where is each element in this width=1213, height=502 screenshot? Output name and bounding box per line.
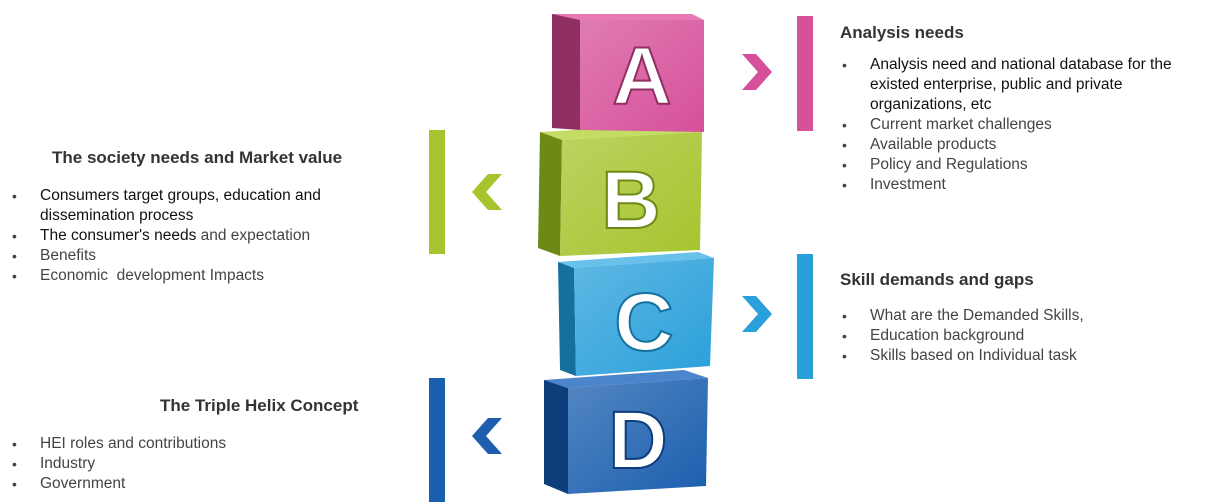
list-item: Industry [10,454,410,474]
list-item: Analysis need and national database for … [840,55,1210,115]
triple-helix-list: HEI roles and contributions Industry Gov… [10,434,410,494]
block-a-letter: A [612,31,671,122]
list-item: Benefits [10,246,370,266]
list-item-text: and expectation [196,227,311,244]
chevron-right-icon-a [742,54,772,90]
block-d-side-left [544,380,568,494]
block-c: C [558,252,714,376]
triple-helix-section: The Triple Helix Concept HEI roles and c… [10,396,410,494]
analysis-needs-section: Analysis needs Analysis need and nationa… [840,23,1210,195]
list-item: What are the Demanded Skills, [840,306,1210,326]
list-item-text: The consumer's needs [40,227,197,244]
divider-bar-c [797,254,813,379]
divider-bar-d [429,378,445,502]
analysis-needs-title: Analysis needs [840,23,964,42]
block-a: A [552,14,704,132]
analysis-needs-list: Analysis need and national database for … [840,55,1210,195]
list-item: Consumers target groups, education and d… [10,186,370,226]
list-item: Policy and Regulations [840,155,1210,175]
list-item: Investment [840,175,1210,195]
list-item: Available products [840,135,1210,155]
triple-helix-title: The Triple Helix Concept [160,396,359,415]
skill-demands-section: Skill demands and gaps What are the Dema… [840,270,1210,366]
block-d-letter: D [608,395,667,486]
block-c-top [558,252,714,268]
list-item: Government [10,474,410,494]
skill-demands-title: Skill demands and gaps [840,270,1034,289]
block-c-letter: C [614,277,673,368]
society-needs-section: The society needs and Market value Consu… [10,148,410,286]
abcd-block-stack: D C B A [538,14,714,494]
list-item: HEI roles and contributions [10,434,410,454]
list-item: Education background [840,326,1210,346]
chevron-left-icon-b [472,174,502,210]
list-item: Skills based on Individual task [840,346,1210,366]
block-d: D [544,370,708,494]
block-b-side-left [538,132,562,256]
block-d-top [544,370,708,388]
block-a-side-left [552,14,580,130]
skill-demands-list: What are the Demanded Skills, Education … [840,306,1210,366]
society-needs-list: Consumers target groups, education and d… [10,186,370,286]
list-item: Current market challenges [840,115,1210,135]
block-b-letter: B [601,155,660,246]
chevron-right-icon-c [742,296,772,332]
list-item: Economic development Impacts [10,266,370,286]
block-b: B [538,124,702,256]
divider-bar-a [797,16,813,131]
chevron-left-icon-d [472,418,502,454]
society-needs-title: The society needs and Market value [52,148,343,167]
block-c-side-left [558,262,576,376]
block-a-top [552,14,704,20]
divider-bar-b [429,130,445,254]
list-item: The consumer's needs and expectation [10,226,370,246]
